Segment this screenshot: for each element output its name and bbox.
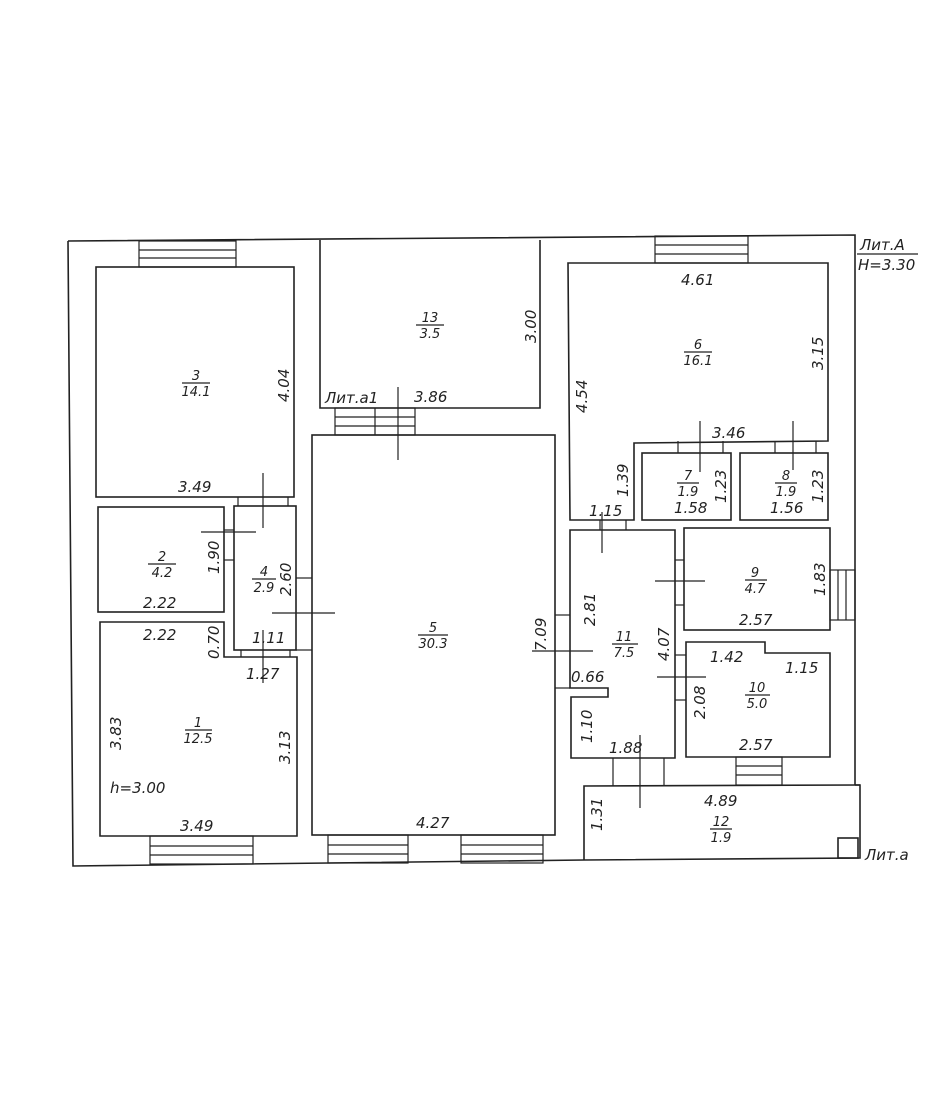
dim: 4.61 xyxy=(681,271,714,289)
building-label: Лит.А xyxy=(859,236,905,254)
dim: 1.10 xyxy=(578,710,596,743)
room-10 xyxy=(685,641,831,758)
dim: 3.15 xyxy=(809,337,827,370)
room-label-9: 94.7 xyxy=(745,566,767,597)
svg-text:8: 8 xyxy=(782,469,790,484)
door-markers xyxy=(201,387,794,808)
annotations: Лит.А H=3.30 Лит.а Лит.а1 h=3.00 xyxy=(110,236,918,864)
dim: 1.42 xyxy=(710,648,743,666)
svg-text:4: 4 xyxy=(260,565,268,580)
svg-text:9: 9 xyxy=(751,566,759,581)
dim: 4.27 xyxy=(416,814,450,832)
svg-text:1.9: 1.9 xyxy=(711,831,732,846)
dim: 4.89 xyxy=(704,792,737,810)
room-13 xyxy=(319,240,541,409)
dim: 1.90 xyxy=(205,541,223,574)
room-11 xyxy=(569,529,676,759)
room-label-2: 24.2 xyxy=(148,550,176,581)
dim: 4.07 xyxy=(655,627,673,661)
room-labels: 112.5 24.2 314.1 42.9 530.3 616.1 71.9 8… xyxy=(148,311,797,846)
svg-text:4.7: 4.7 xyxy=(745,582,766,597)
dim: 2.60 xyxy=(277,563,295,596)
room-label-11: 117.5 xyxy=(612,630,638,661)
room-label-10: 105.0 xyxy=(745,681,770,712)
dim: 1.23 xyxy=(809,470,827,503)
room-label-13: 133.5 xyxy=(416,311,444,342)
svg-text:2: 2 xyxy=(158,550,166,565)
dim: 1.15 xyxy=(589,502,622,520)
svg-text:2.9: 2.9 xyxy=(254,581,275,596)
dim: 3.00 xyxy=(522,310,540,343)
dim: 1.58 xyxy=(674,499,707,517)
outer-walls xyxy=(67,234,861,867)
svg-text:4.2: 4.2 xyxy=(152,566,173,581)
vertical-dimension-labels: 4.04 3.00 1.90 2.60 0.70 3.83 3.13 7.09 … xyxy=(107,310,829,831)
svg-text:11: 11 xyxy=(616,630,633,645)
svg-text:16.1: 16.1 xyxy=(684,354,713,369)
room-5 xyxy=(311,434,556,836)
svg-text:3: 3 xyxy=(192,369,200,384)
windows xyxy=(138,235,856,865)
room-label-8: 81.9 xyxy=(775,469,797,500)
dimension-labels: 3.49 3.86 2.22 1.11 2.22 1.27 3.49 4.27 … xyxy=(143,271,818,835)
svg-text:5: 5 xyxy=(429,621,437,636)
dim: 1.83 xyxy=(811,563,829,596)
svg-text:12.5: 12.5 xyxy=(184,732,213,747)
dim: 4.04 xyxy=(275,369,293,402)
svg-text:1.9: 1.9 xyxy=(776,485,797,500)
svg-text:13: 13 xyxy=(422,311,439,326)
room-label-4: 42.9 xyxy=(252,565,276,596)
dim: 1.27 xyxy=(246,665,280,683)
svg-text:7: 7 xyxy=(684,469,693,484)
annex1-label: Лит.а1 xyxy=(324,389,378,407)
svg-text:1: 1 xyxy=(194,716,202,731)
svg-text:5.0: 5.0 xyxy=(747,697,768,712)
room-label-3: 314.1 xyxy=(182,369,211,400)
dim: 2.81 xyxy=(581,593,599,626)
dim: 3.49 xyxy=(178,478,211,496)
svg-text:30.3: 30.3 xyxy=(419,637,448,652)
room-label-12: 121.9 xyxy=(710,815,732,846)
dim: 1.56 xyxy=(770,499,803,517)
dim: 1.11 xyxy=(252,629,285,647)
dim: 2.57 xyxy=(739,611,773,629)
svg-text:7.5: 7.5 xyxy=(614,646,635,661)
dim: 1.39 xyxy=(614,464,632,497)
svg-text:1.9: 1.9 xyxy=(678,485,699,500)
room-6 xyxy=(567,262,829,521)
room-1 xyxy=(99,621,298,837)
dim: 3.83 xyxy=(107,717,125,750)
room-label-6: 616.1 xyxy=(684,338,713,369)
annex-label: Лит.а xyxy=(864,846,909,864)
svg-text:14.1: 14.1 xyxy=(182,385,211,400)
dim: 1.31 xyxy=(588,798,606,831)
room-label-5: 530.3 xyxy=(418,621,448,652)
building-height: H=3.30 xyxy=(858,256,915,274)
dim: 7.09 xyxy=(532,618,550,651)
dim: 3.49 xyxy=(180,817,213,835)
svg-text:10: 10 xyxy=(749,681,766,696)
dim: 2.08 xyxy=(691,686,709,719)
svg-text:6: 6 xyxy=(694,338,702,353)
dim: 1.15 xyxy=(785,659,818,677)
room-label-7: 71.9 xyxy=(677,469,699,500)
room-8 xyxy=(739,452,829,521)
dim: 1.88 xyxy=(609,739,642,757)
svg-text:12: 12 xyxy=(713,815,730,830)
room1-height: h=3.00 xyxy=(110,779,165,797)
room-7 xyxy=(641,452,732,521)
dim: 1.23 xyxy=(712,470,730,503)
svg-text:3.5: 3.5 xyxy=(420,327,441,342)
dim: 3.46 xyxy=(712,424,745,442)
dim: 3.86 xyxy=(414,388,447,406)
dim: 2.22 xyxy=(143,626,176,644)
dim: 0.66 xyxy=(571,668,604,686)
room-label-1: 112.5 xyxy=(184,716,213,747)
dim: 4.54 xyxy=(573,380,591,413)
dim: 2.22 xyxy=(143,594,176,612)
dim: 2.57 xyxy=(739,736,773,754)
dim: 3.13 xyxy=(276,731,294,764)
dim: 0.70 xyxy=(205,626,223,659)
